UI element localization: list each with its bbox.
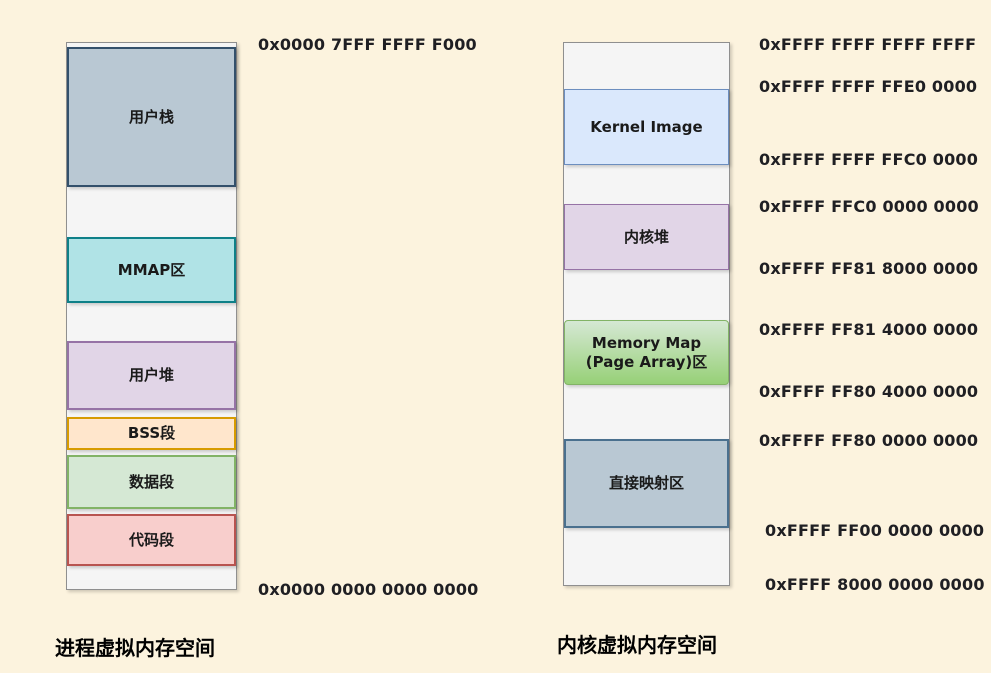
process-virtual-memory-segment-5: 代码段	[67, 514, 236, 566]
kernel-virtual-memory-address-6: 0xFFFF FF80 4000 0000	[759, 382, 979, 401]
caption-kernel-virtual-memory: 内核虚拟内存空间	[557, 633, 717, 657]
segment-label: 数据段	[128, 472, 174, 491]
kernel-virtual-memory-address-5: 0xFFFF FF81 4000 0000	[759, 320, 979, 339]
kernel-virtual-memory-address-3: 0xFFFF FFC0 0000 0000	[759, 197, 979, 216]
kernel-virtual-memory-segment-2: Memory Map(Page Array)区	[564, 320, 729, 385]
process-virtual-memory-segment-4: 数据段	[67, 455, 236, 509]
segment-label: Kernel Image	[590, 117, 703, 136]
kernel-virtual-memory-address-2: 0xFFFF FFFF FFC0 0000	[759, 150, 979, 169]
kernel-virtual-memory-address-0: 0xFFFF FFFF FFFF FFFF	[759, 35, 977, 54]
process-virtual-memory-column: 用户栈 MMAP区用户堆 BSS段数据段代码段	[66, 42, 237, 590]
kernel-virtual-memory-segment-1: 内核堆	[564, 204, 729, 270]
segment-label: 用户堆	[128, 366, 174, 385]
process-virtual-memory-address-0: 0x0000 7FFF FFFF F000	[258, 35, 477, 54]
process-virtual-memory-address-1: 0x0000 0000 0000 0000	[258, 580, 479, 599]
process-virtual-memory-segment-1: MMAP区	[67, 237, 236, 303]
segment-label: 代码段	[128, 530, 174, 549]
segment-label: Memory Map	[591, 333, 702, 352]
kernel-virtual-memory-address-9: 0xFFFF 8000 0000 0000	[765, 575, 985, 594]
kernel-virtual-memory-segment-3: 直接映射区	[564, 439, 729, 528]
kernel-virtual-memory-address-1: 0xFFFF FFFF FFE0 0000	[759, 77, 978, 96]
segment-label: 直接映射区	[608, 474, 684, 493]
segment-label: 内核堆	[623, 227, 669, 246]
segment-label: BSS段	[127, 424, 176, 443]
kernel-virtual-memory-address-8: 0xFFFF FF00 0000 0000	[765, 521, 985, 540]
caption-process-virtual-memory: 进程虚拟内存空间	[55, 636, 215, 660]
kernel-virtual-memory-address-4: 0xFFFF FF81 8000 0000	[759, 259, 979, 278]
process-virtual-memory-segment-0: 用户栈	[67, 47, 236, 187]
kernel-virtual-memory-segment-0: Kernel Image	[564, 89, 729, 165]
kernel-virtual-memory-address-7: 0xFFFF FF80 0000 0000	[759, 431, 979, 450]
process-virtual-memory-segment-2: 用户堆	[67, 341, 236, 410]
segment-label: (Page Array)区	[585, 352, 708, 371]
process-virtual-memory-segment-3: BSS段	[67, 417, 236, 450]
segment-label: 用户栈	[128, 107, 174, 126]
segment-label: MMAP区	[117, 260, 186, 279]
